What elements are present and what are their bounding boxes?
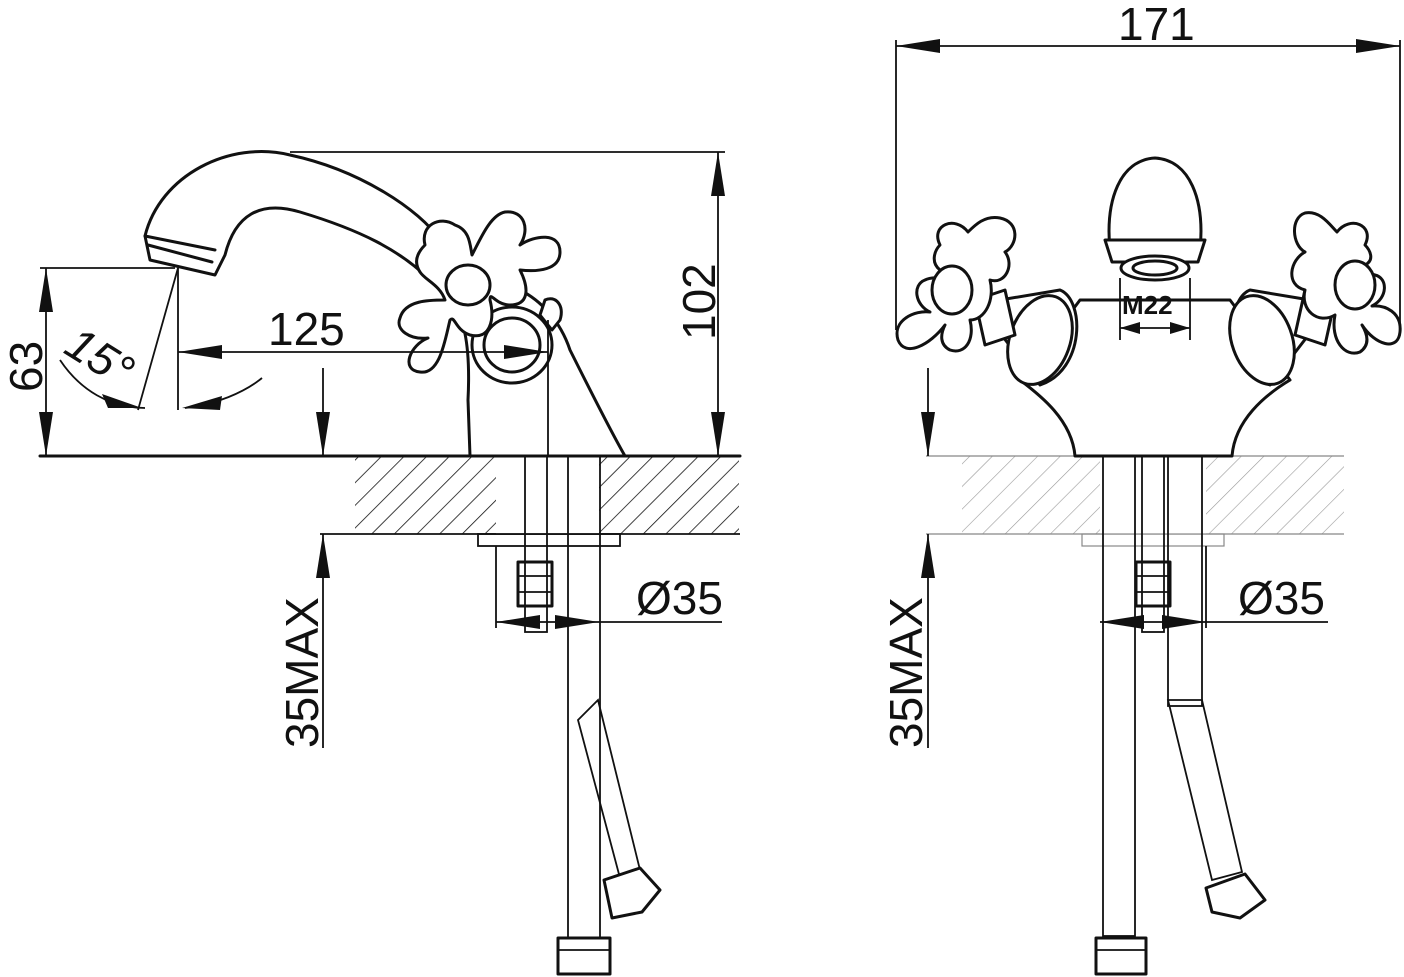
dim-spout-reach-label: 125 xyxy=(268,303,345,355)
dim-overall-width: 171 xyxy=(895,0,1401,330)
dim-side-height-label: 102 xyxy=(673,263,725,340)
side-handle xyxy=(397,210,562,374)
front-right-handle xyxy=(1290,211,1402,355)
dim-side-deck-max-label: 35MAX xyxy=(276,597,328,748)
side-spout xyxy=(143,150,442,282)
dim-side-diameter: Ø35 xyxy=(495,546,723,629)
front-supply xyxy=(1094,455,1267,976)
front-left-handle xyxy=(895,215,1017,353)
side-deck xyxy=(38,454,742,547)
dim-front-deck-max: 35MAX xyxy=(880,368,935,748)
dim-front-deck-max-label: 35MAX xyxy=(880,597,932,748)
dim-front-diameter: Ø35 xyxy=(1100,546,1328,629)
dim-side-deck-max: 35MAX xyxy=(276,368,330,748)
dim-front-diameter-label: Ø35 xyxy=(1238,572,1325,624)
dim-overall-width-label: 171 xyxy=(1118,0,1195,50)
front-left-valve xyxy=(973,288,1079,387)
front-deck xyxy=(926,455,1344,547)
dim-spout-height-label: 63 xyxy=(0,341,52,392)
front-view: M22 xyxy=(880,0,1402,976)
dim-side-diameter-label: Ø35 xyxy=(636,572,723,624)
dim-spout-height: 63 xyxy=(0,267,175,456)
dim-spout-angle: 15° xyxy=(57,267,263,411)
side-supply xyxy=(516,455,662,976)
dim-spout-reach: 125 xyxy=(177,268,549,456)
dim-thread-label: M22 xyxy=(1122,290,1173,320)
dim-side-height: 102 xyxy=(290,151,725,456)
side-view: 102 125 63 15° xyxy=(0,150,742,976)
dim-spout-angle-label: 15° xyxy=(57,316,144,397)
front-body: M22 xyxy=(1018,156,1292,458)
